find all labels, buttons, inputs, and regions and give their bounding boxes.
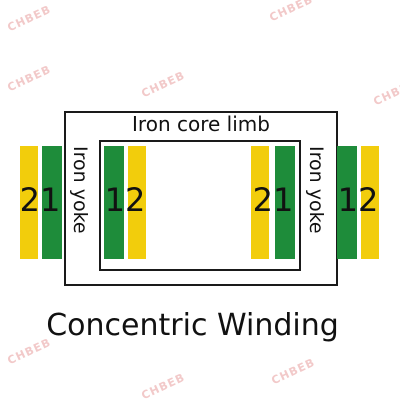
diagram-caption: Concentric Winding	[46, 308, 339, 343]
lv-winding-strip	[42, 146, 62, 259]
watermark: CHBEB	[269, 355, 318, 388]
iron-core-limb-label: Iron core limb	[132, 112, 270, 136]
winding-number-inner-right: 21	[252, 181, 294, 219]
hv-winding-strip	[128, 146, 146, 259]
hv-winding-strip	[251, 146, 269, 259]
watermark: CHBEB	[139, 68, 188, 101]
lv-winding-strip	[337, 146, 357, 259]
watermark: CHBEB	[371, 76, 400, 109]
hv-winding-strip	[361, 146, 379, 259]
winding-number-outer-right: 12	[337, 181, 379, 219]
lv-winding-strip	[275, 146, 295, 259]
lv-winding-strip	[104, 146, 124, 259]
watermark: CHBEB	[5, 2, 54, 35]
hv-winding-strip	[20, 146, 38, 259]
watermark: CHBEB	[267, 0, 316, 25]
winding-number-inner-left: 12	[104, 181, 146, 219]
iron-yoke-left-label: Iron yoke	[69, 146, 91, 234]
watermark: CHBEB	[139, 370, 188, 402]
winding-number-outer-left: 21	[19, 181, 61, 219]
watermark: CHBEB	[5, 62, 54, 95]
iron-yoke-right-label: Iron yoke	[305, 146, 327, 234]
